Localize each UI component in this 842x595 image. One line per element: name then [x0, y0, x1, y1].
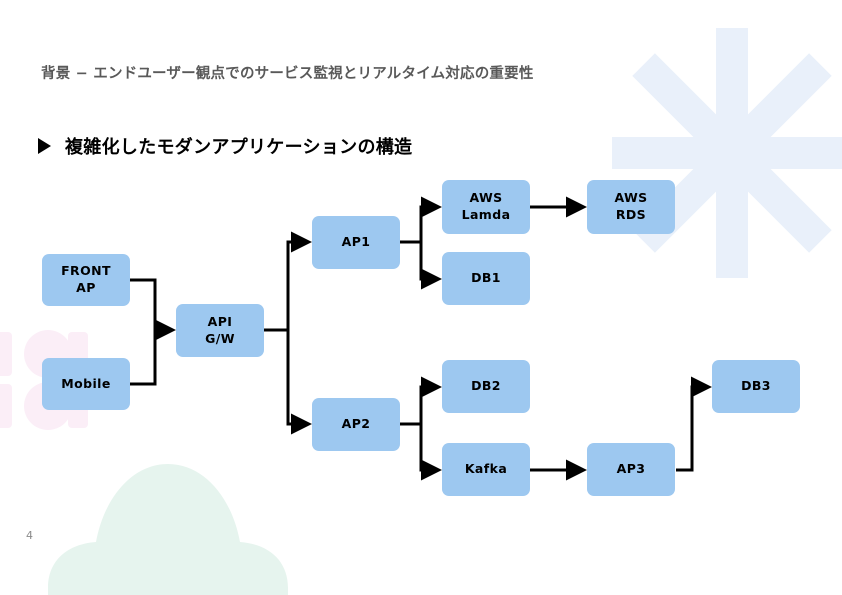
node-label: Kafka [464, 461, 508, 477]
node-mobile[interactable]: Mobile [42, 358, 130, 410]
edge-front-ap-to-api-gw [130, 278, 157, 330]
node-db2[interactable]: DB2 [442, 360, 530, 413]
edge-mobile-to-api-gw [130, 330, 157, 386]
page-title: 背景 − エンドユーザー観点でのサービス監視とリアルタイム対応の重要性 [41, 66, 534, 82]
node-label: DB1 [471, 270, 501, 286]
node-db1[interactable]: DB1 [442, 252, 530, 305]
node-label: DB3 [741, 378, 771, 394]
node-db3[interactable]: DB3 [712, 360, 800, 413]
edge-ap1-to-aws-lamda [419, 196, 442, 242]
node-label: DB2 [471, 378, 501, 394]
node-ap3[interactable]: AP3 [587, 443, 675, 496]
section-heading: 複雑化したモダンアプリケーションの構造 [38, 133, 412, 159]
node-ap1[interactable]: AP1 [312, 216, 400, 269]
triangle-right-icon [38, 138, 51, 154]
node-label: AP1 [341, 234, 371, 250]
edge-api-gw-to-ap1 [286, 231, 312, 330]
edge-ap2-to-kafka [419, 424, 442, 481]
edge-ap1-to-db1 [419, 242, 442, 290]
node-kafka[interactable]: Kafka [442, 443, 530, 496]
node-label: AP3 [616, 461, 646, 477]
node-label: Mobile [61, 375, 111, 391]
edge-api-gw-to-ap2 [286, 330, 312, 435]
node-label: AP2 [341, 416, 371, 432]
section-heading-label: 複雑化したモダンアプリケーションの構造 [65, 137, 413, 158]
edge-ap2-to-db2 [419, 376, 442, 424]
edge-ap3-to-db3 [676, 376, 712, 472]
node-ap2[interactable]: AP2 [312, 398, 400, 451]
page-number: 4 [26, 529, 33, 542]
